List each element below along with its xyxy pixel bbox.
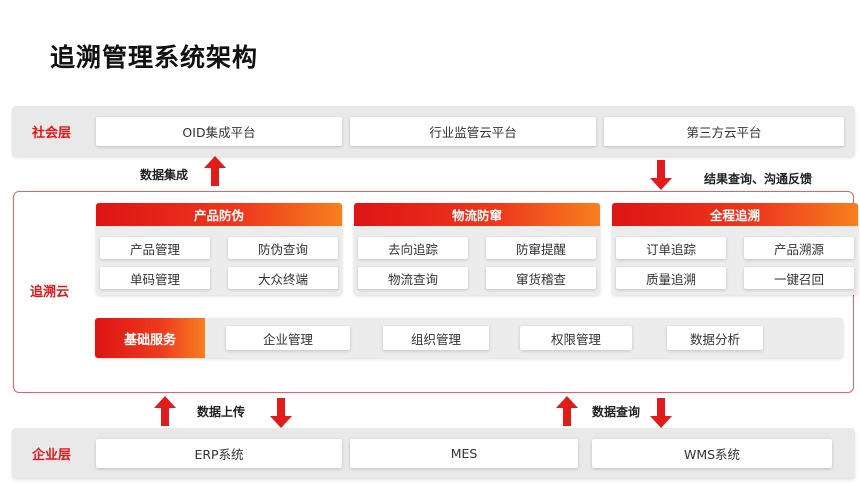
base-service-item: 权限管理 bbox=[520, 326, 632, 350]
panel-item: 订单追踪 bbox=[616, 237, 726, 259]
page-title: 追溯管理系统架构 bbox=[50, 43, 259, 72]
flow-label-data-query: 数据查询 bbox=[592, 405, 641, 419]
panel-item: 窜货稽查 bbox=[486, 267, 596, 289]
arrow-up-icon bbox=[556, 396, 578, 426]
arrow-down-icon bbox=[650, 160, 672, 190]
base-services-label: 基础服务 bbox=[95, 318, 205, 358]
panel-item: 物流查询 bbox=[358, 267, 468, 289]
base-services-bar: 基础服务 企业管理 组织管理 权限管理 数据分析 bbox=[95, 318, 843, 358]
enterprise-layer-label: 企业层 bbox=[32, 448, 72, 463]
flow-label-result-query: 结果查询、沟通反馈 bbox=[704, 172, 813, 186]
social-box-thirdparty: 第三方云平台 bbox=[604, 117, 844, 146]
flow-label-data-integration: 数据集成 bbox=[140, 168, 189, 182]
arrow-down-icon bbox=[650, 398, 672, 428]
panel-title: 全程追溯 bbox=[612, 203, 858, 226]
arrow-up-icon bbox=[204, 156, 226, 186]
trace-cloud-label: 追溯云 bbox=[30, 285, 70, 300]
panel-item: 质量追溯 bbox=[616, 267, 726, 289]
panel-item: 一键召回 bbox=[744, 267, 854, 289]
panel-item: 大众终端 bbox=[228, 267, 338, 289]
base-service-item: 组织管理 bbox=[383, 326, 489, 350]
panel-item: 去向追踪 bbox=[358, 237, 468, 259]
panel-title: 物流防窜 bbox=[354, 203, 600, 226]
base-service-item: 企业管理 bbox=[226, 326, 350, 350]
arrow-down-icon bbox=[270, 398, 292, 428]
panel-item: 产品管理 bbox=[100, 237, 210, 259]
social-box-regulator: 行业监管云平台 bbox=[350, 117, 596, 146]
base-service-item: 数据分析 bbox=[667, 326, 763, 350]
panel-logistics-antidiversion: 物流防窜 去向追踪 防窜提醒 物流查询 窜货稽查 bbox=[354, 203, 600, 295]
social-box-oid: OID集成平台 bbox=[96, 117, 342, 146]
panel-item: 单码管理 bbox=[100, 267, 210, 289]
enterprise-layer-band: 企业层 ERP系统 MES WMS系统 bbox=[12, 428, 855, 478]
panel-item: 产品溯源 bbox=[744, 237, 854, 259]
arrow-up-icon bbox=[154, 396, 176, 426]
panel-item: 防窜提醒 bbox=[486, 237, 596, 259]
social-layer-label: 社会层 bbox=[32, 126, 72, 141]
flow-label-data-upload: 数据上传 bbox=[197, 405, 246, 419]
panel-item: 防伪查询 bbox=[228, 237, 338, 259]
enterprise-box-wms: WMS系统 bbox=[592, 439, 832, 468]
panel-product-anticounterfeit: 产品防伪 产品管理 防伪查询 单码管理 大众终端 bbox=[96, 203, 342, 295]
enterprise-box-erp: ERP系统 bbox=[96, 439, 342, 468]
panel-title: 产品防伪 bbox=[96, 203, 342, 226]
social-layer-band: 社会层 OID集成平台 行业监管云平台 第三方云平台 bbox=[12, 106, 855, 156]
panel-full-traceability: 全程追溯 订单追踪 产品溯源 质量追溯 一键召回 bbox=[612, 203, 858, 295]
enterprise-box-mes: MES bbox=[350, 439, 578, 468]
